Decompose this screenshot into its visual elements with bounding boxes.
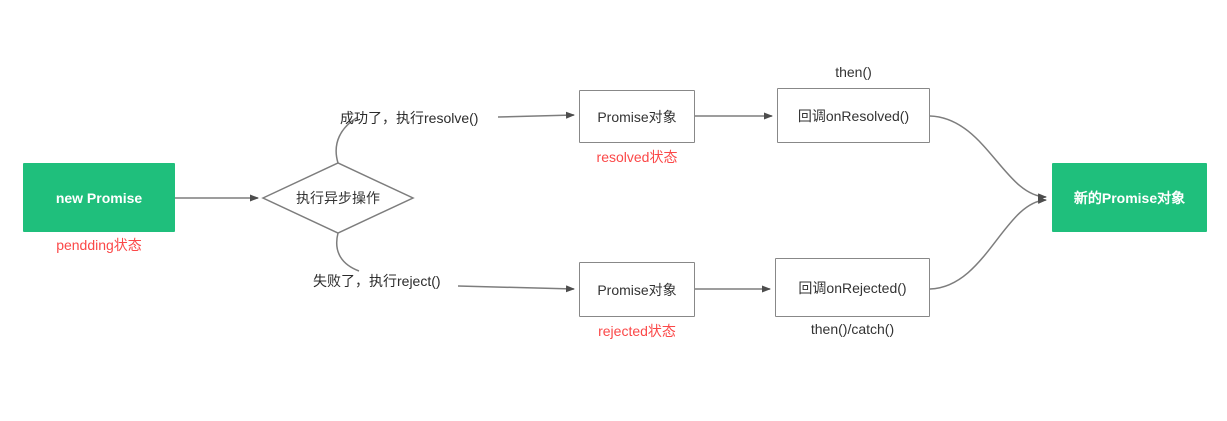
promise-object-resolved-node: Promise对象 — [579, 90, 695, 143]
promise-object-rejected-node: Promise对象 — [579, 262, 695, 317]
onresolved-callback-label: 回调onResolved() — [797, 107, 910, 124]
edge-decision-to-success-label — [335, 116, 359, 164]
success-condition-label: 成功了，执行resolve() — [340, 110, 479, 126]
decision-node-label: 执行异步操作 — [296, 190, 380, 206]
edge-decision-to-fail-label — [336, 232, 360, 272]
edge-onrejected-to-end — [929, 196, 1047, 290]
decision-diamond-shape — [261, 162, 415, 234]
pending-status-label: pendding状态 — [56, 237, 142, 253]
promise-object-rejected-label: Promise对象 — [597, 281, 677, 298]
rejected-status-label: rejected状态 — [598, 323, 676, 339]
fail-condition-label: 失败了，执行reject() — [313, 273, 441, 289]
resolved-status-label: resolved状态 — [596, 149, 678, 165]
onrejected-callback-label: 回调onRejected() — [798, 279, 907, 296]
then-catch-method-label: then()/catch() — [810, 321, 895, 337]
start-node-new-promise: new Promise — [23, 163, 175, 232]
onresolved-callback-node: 回调onResolved() — [777, 88, 930, 143]
end-node-label: 新的Promise对象 — [1073, 189, 1186, 206]
end-node-new-promise-object: 新的Promise对象 — [1052, 163, 1207, 232]
start-node-label: new Promise — [55, 189, 143, 206]
promise-object-resolved-label: Promise对象 — [597, 108, 677, 125]
edge-fail-label-to-promise — [457, 285, 575, 293]
then-method-label: then() — [835, 64, 872, 80]
edge-success-label-to-promise — [497, 111, 575, 119]
onrejected-callback-node: 回调onRejected() — [775, 258, 930, 317]
edge-onresolved-to-end — [929, 115, 1047, 201]
